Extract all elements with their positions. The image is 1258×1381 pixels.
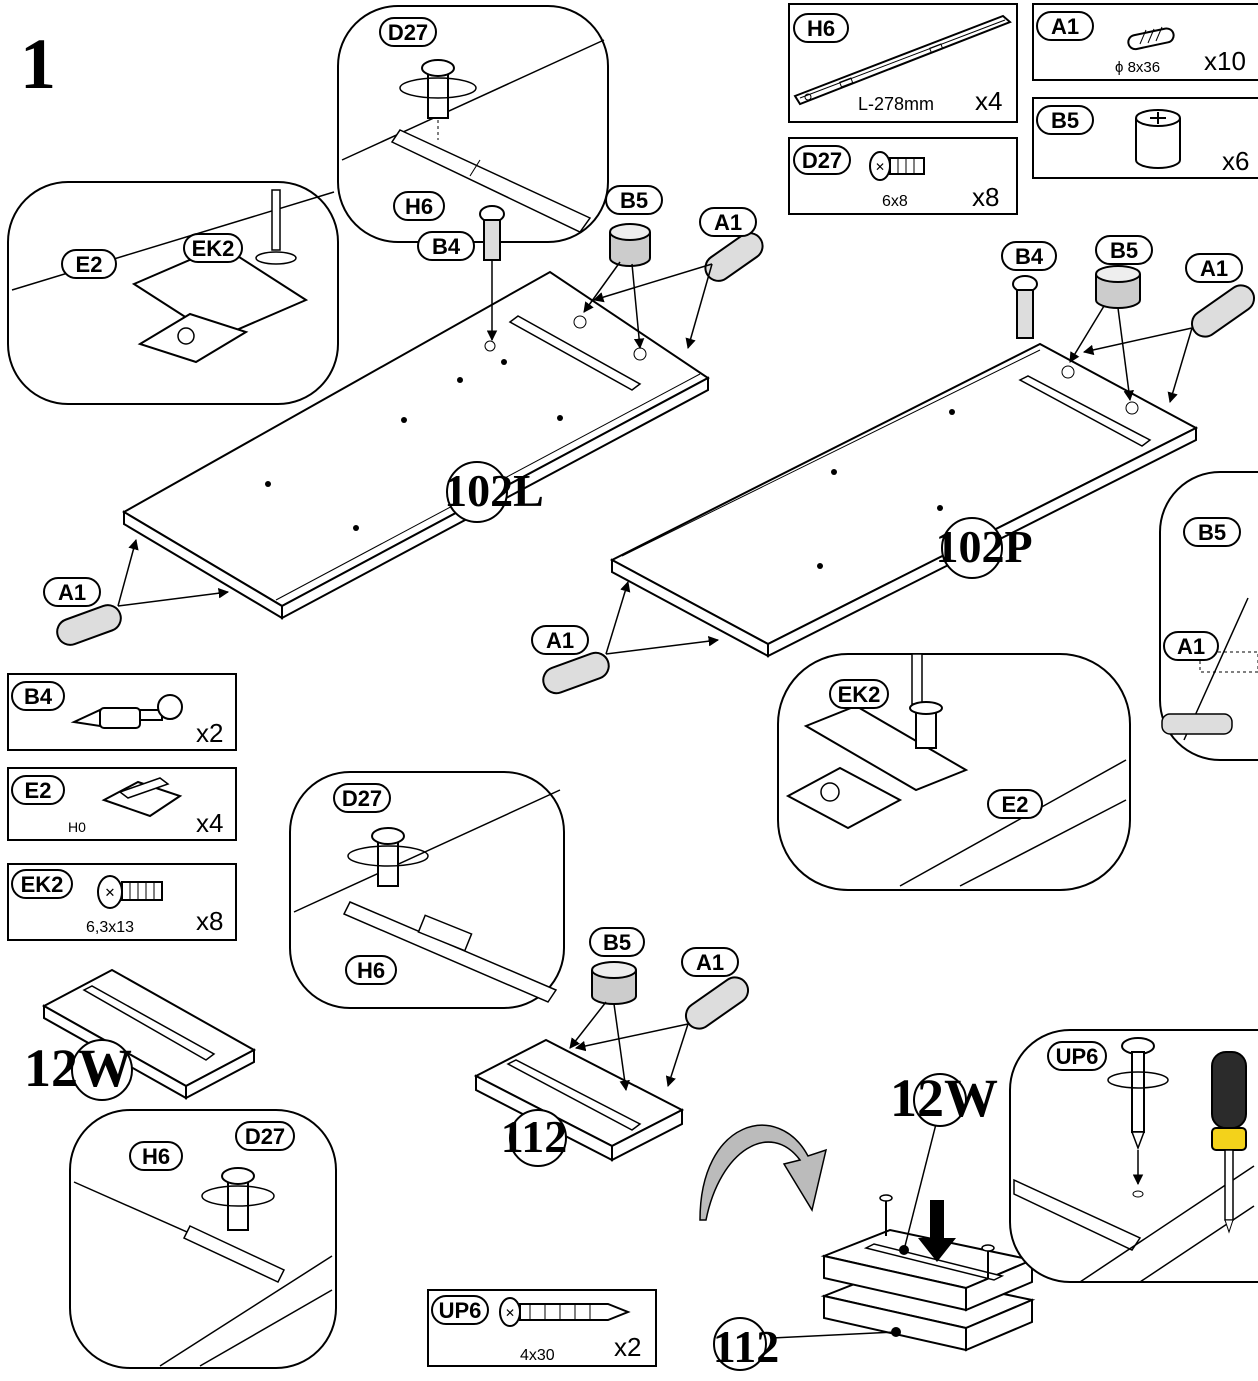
callout-a1-right: A1 bbox=[1200, 256, 1228, 281]
legend-h6-qty: x4 bbox=[975, 86, 1002, 116]
callout-h6-bottom: H6 bbox=[142, 1144, 170, 1169]
legend-up6-code: UP6 bbox=[439, 1298, 482, 1323]
legend-b4-code: B4 bbox=[24, 684, 53, 709]
legend-up6-qty: x2 bbox=[614, 1332, 641, 1362]
legend-e2-size: H0 bbox=[68, 819, 86, 835]
legend-box-e2: E2 H0 x4 bbox=[7, 767, 237, 841]
callout-a1-left: A1 bbox=[58, 580, 86, 605]
detail-bubble-d27-top bbox=[337, 5, 609, 243]
callout-b4-right: B4 bbox=[1015, 244, 1044, 269]
panel-label-12w: 12W bbox=[24, 1038, 132, 1098]
legend-h6-size: L-278mm bbox=[858, 94, 934, 114]
dowel-a1-left bbox=[56, 538, 230, 646]
legend-box-a1: A1 ϕ 8x36 x10 bbox=[1032, 3, 1258, 81]
callout-b5-mid: B5 bbox=[603, 930, 631, 955]
connector-bolt-b4 bbox=[479, 205, 505, 342]
legend-a1-code: A1 bbox=[1051, 14, 1079, 39]
callout-e2: E2 bbox=[76, 252, 103, 277]
legend-ek2-qty: x8 bbox=[196, 906, 223, 936]
legend-b5-code: B5 bbox=[1051, 108, 1079, 133]
stacked-panels bbox=[771, 1123, 1036, 1352]
legend-box-d27: D27 ✕ 6x8 x8 bbox=[788, 137, 1018, 215]
cam-lock-b5-mid bbox=[569, 961, 637, 1092]
legend-d27-code: D27 bbox=[802, 148, 842, 173]
callout-d27-mid: D27 bbox=[342, 786, 382, 811]
callout-up6: UP6 bbox=[1056, 1044, 1099, 1069]
callout-h6-mid: H6 bbox=[357, 958, 385, 983]
dowel-a1-mid-right bbox=[574, 976, 750, 1087]
slide-rail-icon bbox=[793, 14, 1012, 106]
connector-bolt-icon bbox=[70, 694, 183, 729]
legend-e2-code: E2 bbox=[25, 778, 52, 803]
legend-a1-size: ϕ 8x36 bbox=[1115, 59, 1160, 76]
callout-h6: H6 bbox=[405, 194, 433, 219]
panel-label-112-stacked: 112 bbox=[713, 1321, 779, 1372]
legend-box-b4: B4 x2 bbox=[7, 673, 237, 751]
legend-e2-qty: x4 bbox=[196, 808, 223, 838]
legend-a1-qty: x10 bbox=[1204, 46, 1246, 76]
legend-up6-size: 4x30 bbox=[520, 1347, 555, 1364]
legend-box-ek2: EK2 ✕ 6,3x13 x8 bbox=[7, 863, 237, 941]
legend-box-up6: UP6 ✕ 4x30 x2 bbox=[427, 1289, 657, 1367]
step-number: 1 bbox=[20, 24, 56, 104]
callout-d27: D27 bbox=[388, 20, 428, 45]
callout-e2-right: E2 bbox=[1002, 792, 1029, 817]
cam-lock-icon bbox=[1135, 109, 1181, 169]
detail-bubble-ek2-right bbox=[777, 653, 1131, 891]
callout-ek2-right: EK2 bbox=[838, 682, 881, 707]
panel-label-102l: 102L bbox=[444, 465, 544, 516]
legend-b4-qty: x2 bbox=[196, 718, 223, 748]
long-screw-icon: ✕ bbox=[499, 1297, 631, 1327]
callout-b5-right: B5 bbox=[1110, 238, 1138, 263]
detail-bubble-up6 bbox=[1009, 1029, 1258, 1283]
cam-lock-b5-right bbox=[1069, 265, 1141, 402]
connector-bolt-b4-right bbox=[1012, 275, 1038, 339]
legend-ek2-code: EK2 bbox=[21, 872, 64, 897]
legend-h6-code: H6 bbox=[807, 16, 835, 41]
callout-a1: A1 bbox=[714, 210, 742, 235]
callout-b5-side: B5 bbox=[1198, 520, 1226, 545]
legend-box-b5: B5 x6 bbox=[1032, 97, 1258, 179]
dowel-a1-mid bbox=[542, 580, 720, 695]
svg-text:✕: ✕ bbox=[875, 160, 885, 174]
callout-b4: B4 bbox=[432, 234, 461, 259]
screw-icon: ✕ bbox=[869, 151, 925, 181]
legend-b5-qty: x6 bbox=[1222, 146, 1249, 176]
callout-ek2: EK2 bbox=[192, 236, 235, 261]
callout-b5: B5 bbox=[620, 188, 648, 213]
dowel-icon bbox=[1127, 26, 1175, 51]
callout-a1-mid: A1 bbox=[546, 628, 574, 653]
svg-text:✕: ✕ bbox=[505, 1306, 515, 1320]
svg-text:✕: ✕ bbox=[105, 885, 116, 900]
legend-d27-size: 6x8 bbox=[882, 193, 908, 210]
callout-d27-bottom: D27 bbox=[245, 1124, 285, 1149]
dowel-a1-right bbox=[1082, 284, 1256, 404]
panel-label-102p: 102P bbox=[935, 521, 1032, 572]
screwdriver-icon bbox=[1211, 1051, 1247, 1234]
dowel-a1 bbox=[592, 232, 764, 350]
callout-a1-mid-right: A1 bbox=[696, 950, 724, 975]
detail-bubble-h6-bottom bbox=[69, 1109, 337, 1369]
cam-lock-b5 bbox=[583, 223, 651, 350]
detail-bubble-ek2-left bbox=[7, 181, 339, 405]
screw-icon: ✕ bbox=[97, 875, 163, 909]
legend-box-h6: H6 L-278mm x4 bbox=[788, 3, 1018, 123]
legend-d27-qty: x8 bbox=[972, 182, 999, 212]
callout-a1-side: A1 bbox=[1177, 634, 1205, 659]
detail-bubble-d27-mid bbox=[289, 771, 565, 1009]
panel-label-12w-stacked: 12W bbox=[890, 1068, 998, 1128]
flip-arrow-icon bbox=[699, 1124, 828, 1221]
legend-ek2-size: 6,3x13 bbox=[86, 919, 134, 936]
hinge-plate-icon bbox=[101, 777, 183, 818]
panel-label-112: 112 bbox=[501, 1111, 567, 1162]
detail-bubble-b5-right bbox=[1159, 471, 1258, 761]
